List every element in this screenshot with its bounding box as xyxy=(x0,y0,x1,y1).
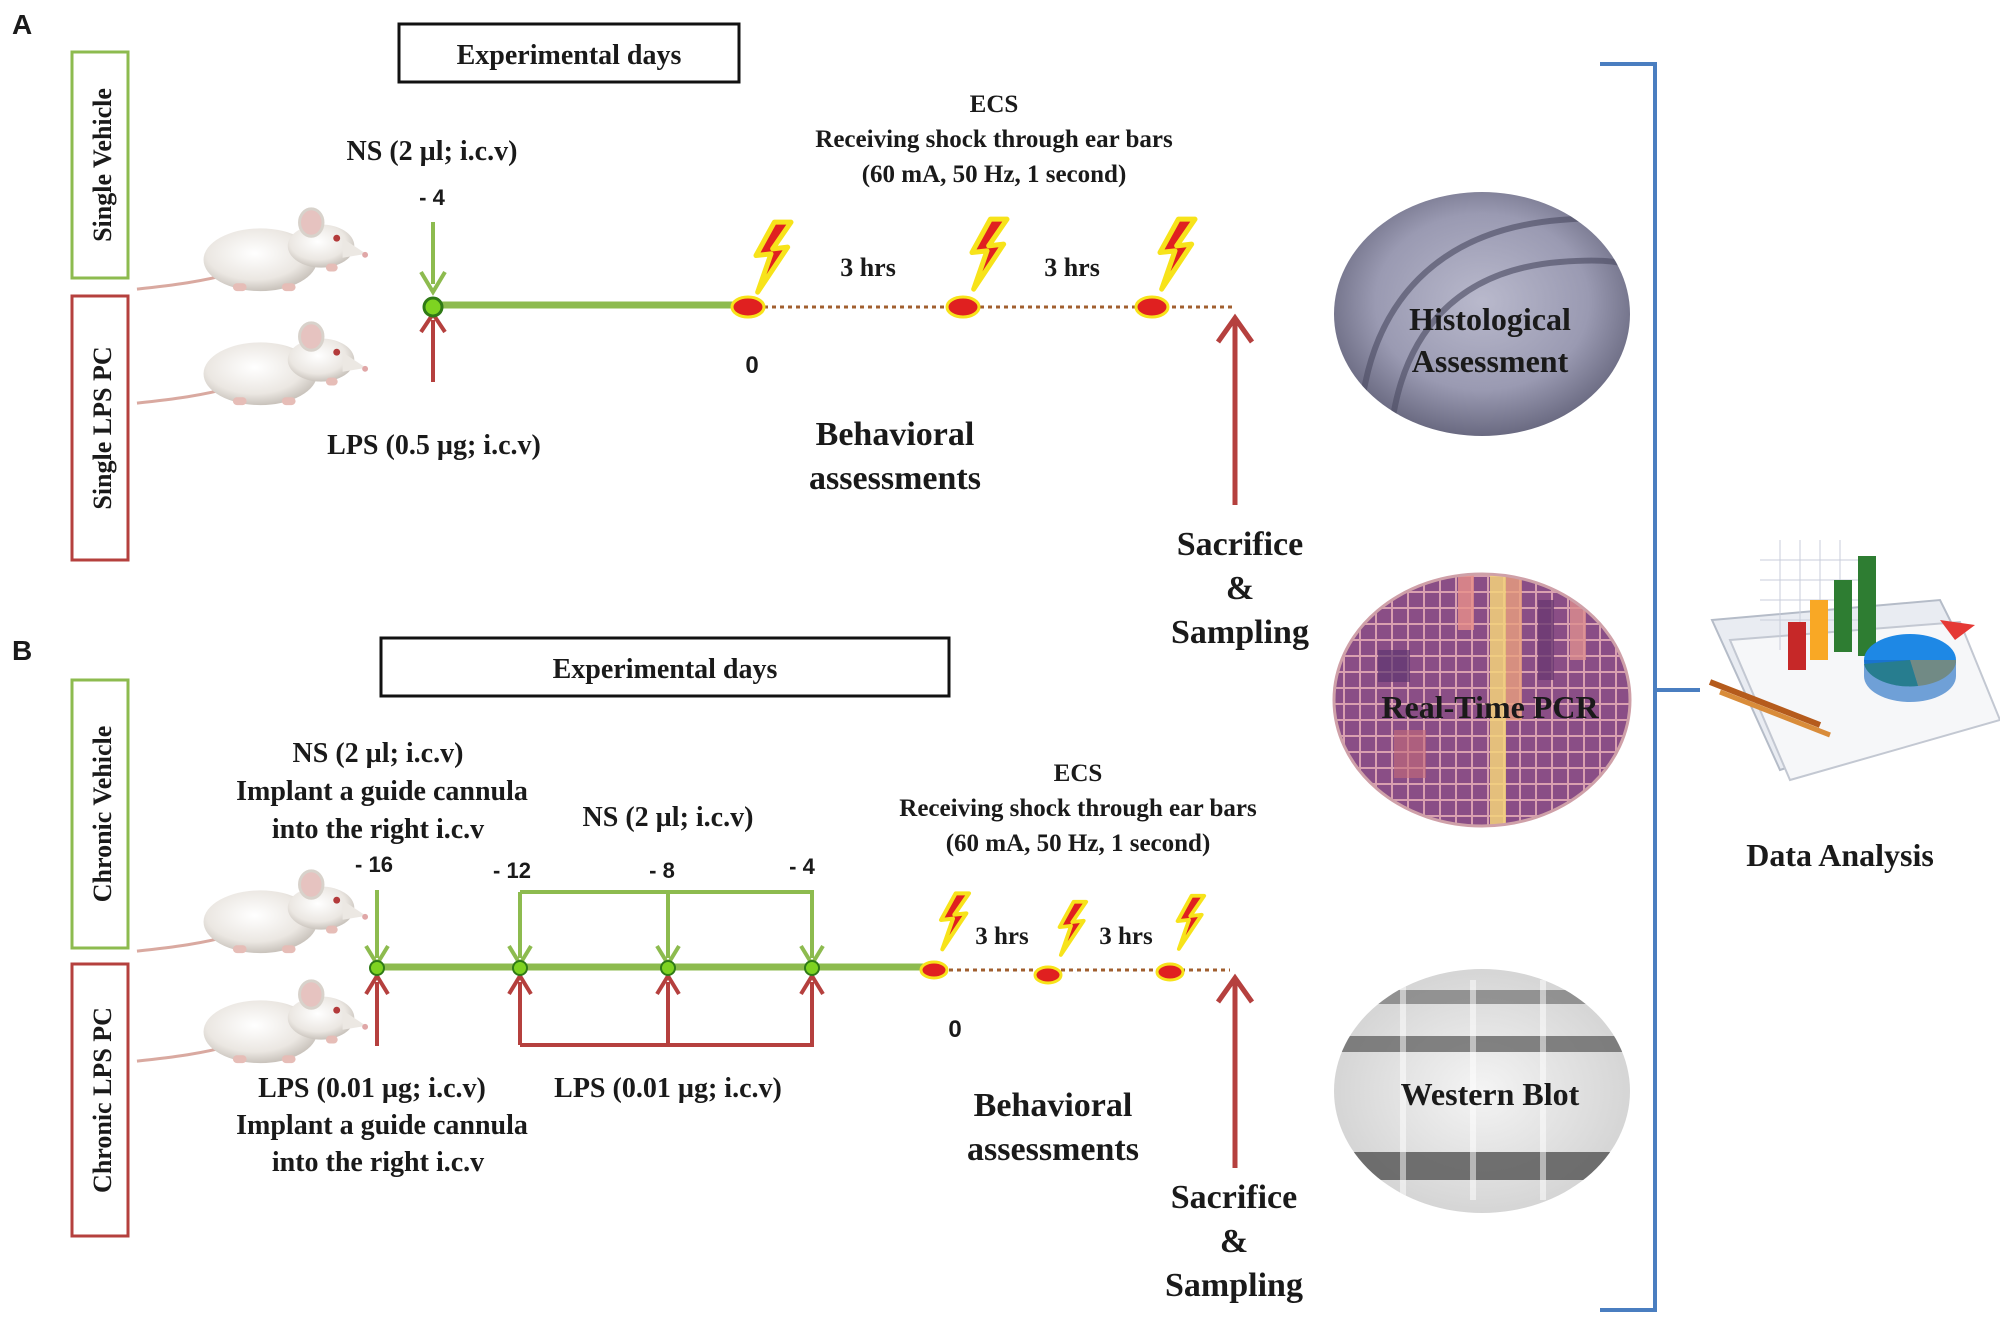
lps-repeat-b: LPS (0.01 µg; i.c.v) xyxy=(554,1073,782,1104)
histology-label-line1: Histological xyxy=(1409,301,1571,337)
western-blot-image: Western Blot xyxy=(1334,969,1630,1213)
behavioral-a-line2: assessments xyxy=(809,460,981,497)
sacrifice-b-line1: Sacrifice xyxy=(1171,1179,1298,1216)
panel-label-b: B xyxy=(12,635,32,666)
output-bracket xyxy=(1600,62,1700,1312)
group-box-chronic-lps-pc: Chronic LPS PC xyxy=(70,962,130,1238)
sacrifice-arrow-a xyxy=(1215,313,1255,505)
header-text-a: Experimental days xyxy=(457,40,682,71)
group-box-single-vehicle: Single Vehicle xyxy=(70,50,130,280)
lps-label-a: LPS (0.5 µg; i.c.v) xyxy=(327,430,541,461)
interval-b-2: 3 hrs xyxy=(1099,923,1153,950)
dot-b-minus4 xyxy=(804,960,820,976)
histology-label-line2: Assessment xyxy=(1412,343,1569,379)
rat-image-chronic-lps xyxy=(135,979,370,1065)
chart-icon xyxy=(1708,540,2000,782)
lightning-icon xyxy=(756,222,791,292)
behavioral-b-line1: Behavioral xyxy=(974,1087,1133,1124)
group-box-single-lps-pc: Single LPS PC xyxy=(70,294,130,562)
lps-arrows-b xyxy=(364,972,825,1047)
lps-bottom-b-line3: into the right i.c.v xyxy=(272,1147,484,1178)
ns-arrow-a xyxy=(419,222,447,296)
lightning-icon xyxy=(972,219,1007,289)
lightning-icon xyxy=(1060,902,1087,955)
shock-dot-b-1 xyxy=(919,960,949,980)
lightning-icon xyxy=(1160,219,1195,289)
ecs-title-b: ECS xyxy=(1054,760,1103,787)
group-box-chronic-vehicle: Chronic Vehicle xyxy=(70,678,130,950)
shock-dot-b-2 xyxy=(1033,965,1063,985)
ns-arrows-b xyxy=(364,890,825,968)
data-analysis-label: Data Analysis xyxy=(1746,837,1934,873)
day-label-a-minus4: - 4 xyxy=(419,185,445,210)
shock-dot-a-3 xyxy=(1134,295,1170,319)
ecs-desc-b: Receiving shock through ear bars xyxy=(899,795,1257,822)
sacrifice-b-line2: & xyxy=(1220,1223,1248,1260)
group-label-single-lps-pc: Single LPS PC xyxy=(88,346,117,509)
group-label-single-vehicle: Single Vehicle xyxy=(88,88,117,242)
day-label-b-minus4: - 4 xyxy=(789,854,815,879)
dot-b-minus16 xyxy=(369,960,385,976)
ns-repeat-b: NS (2 µl; i.c.v) xyxy=(583,802,754,833)
ecs-desc-a: Receiving shock through ear bars xyxy=(815,126,1173,153)
ns-top-b-line2: Implant a guide cannula xyxy=(236,776,528,807)
lps-arrow-a xyxy=(419,310,447,382)
histology-image: Histological Assessment xyxy=(1334,192,1630,436)
ecs-params-b: (60 mA, 50 Hz, 1 second) xyxy=(946,830,1211,857)
interval-a-1: 3 hrs xyxy=(840,253,896,282)
pcr-image: Real-Time PCR xyxy=(1332,572,1632,828)
day0-label-a: 0 xyxy=(745,352,758,379)
shock-dot-a-2 xyxy=(945,295,981,319)
ns-label-a: NS (2 µl; i.c.v) xyxy=(347,136,518,167)
sacrifice-arrow-b xyxy=(1215,973,1255,1168)
start-dot-a xyxy=(422,296,444,318)
western-blot-label: Western Blot xyxy=(1401,1076,1580,1112)
dot-b-minus8 xyxy=(660,960,676,976)
sacrifice-a-line3: Sampling xyxy=(1171,614,1309,651)
ns-top-b-line3: into the right i.c.v xyxy=(272,814,484,845)
day0-label-b: 0 xyxy=(948,1016,961,1043)
dot-b-minus12 xyxy=(512,960,528,976)
interval-b-1: 3 hrs xyxy=(975,923,1029,950)
shock-dot-b-3 xyxy=(1155,962,1185,982)
sacrifice-a-line2: & xyxy=(1226,570,1254,607)
day-label-b-minus16: - 16 xyxy=(355,852,393,877)
rat-image-single-lps xyxy=(135,321,370,407)
shock-dot-a-1 xyxy=(730,295,766,319)
header-box-a: Experimental days xyxy=(397,22,741,84)
panel-label-a: A xyxy=(12,9,32,40)
lightning-icon xyxy=(941,893,969,949)
interval-a-2: 3 hrs xyxy=(1044,253,1100,282)
rat-image-chronic-vehicle xyxy=(135,869,370,955)
ecs-title-a: ECS xyxy=(970,91,1019,118)
header-box-b: Experimental days xyxy=(379,636,951,698)
behavioral-b-line2: assessments xyxy=(967,1131,1139,1168)
header-text-b: Experimental days xyxy=(553,654,778,685)
group-label-chronic-vehicle: Chronic Vehicle xyxy=(88,726,117,902)
lps-bottom-b-line1: LPS (0.01 µg; i.c.v) xyxy=(258,1073,486,1104)
rat-image-single-vehicle xyxy=(135,207,370,293)
pcr-label: Real-Time PCR xyxy=(1381,689,1599,725)
sacrifice-a-line1: Sacrifice xyxy=(1177,526,1304,563)
behavioral-a-line1: Behavioral xyxy=(816,416,975,453)
ecs-params-a: (60 mA, 50 Hz, 1 second) xyxy=(862,161,1127,188)
day-label-b-minus8: - 8 xyxy=(649,858,675,883)
ns-top-b-line1: NS (2 µl; i.c.v) xyxy=(293,738,464,769)
lightning-icon xyxy=(1178,896,1205,949)
day-label-b-minus12: - 12 xyxy=(493,858,531,883)
group-label-chronic-lps-pc: Chronic LPS PC xyxy=(88,1007,117,1193)
lps-bottom-b-line2: Implant a guide cannula xyxy=(236,1110,528,1141)
sacrifice-b-line3: Sampling xyxy=(1165,1267,1303,1304)
